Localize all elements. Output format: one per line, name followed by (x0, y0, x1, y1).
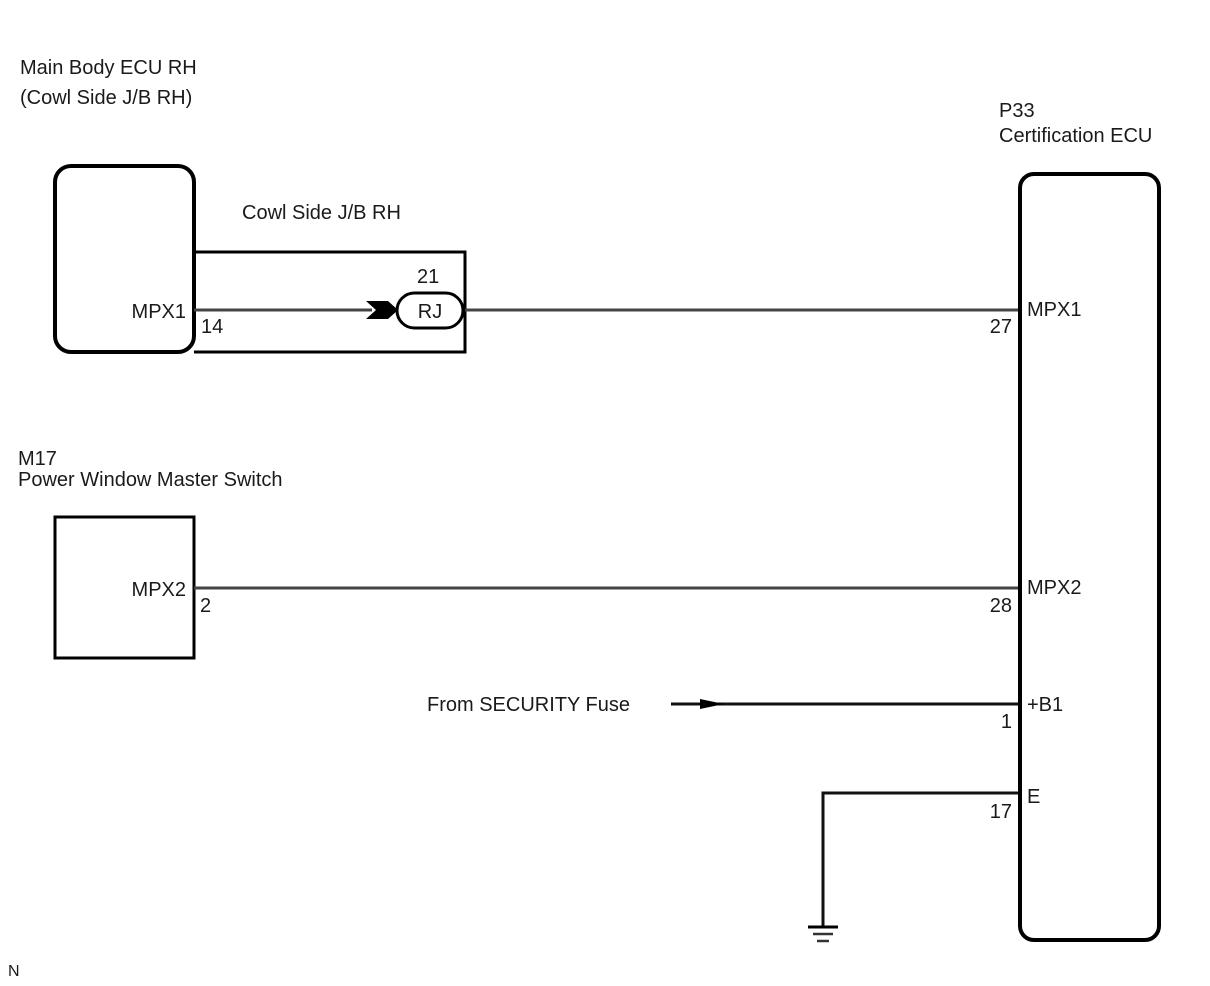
connector-arrow-icon (366, 301, 398, 319)
main-body-ecu-title: Main Body ECU RH (20, 57, 197, 79)
main-body-ecu-subtitle: (Cowl Side J/B RH) (20, 87, 192, 109)
power-window-master-switch: M17 Power Window Master Switch MPX2 2 (18, 448, 283, 660)
cowl-side-jb: Cowl Side J/B RH 21 RJ (194, 202, 467, 354)
cert-ecu-pin-27: 27 (990, 316, 1012, 338)
footer-mark: N (8, 963, 20, 980)
cowl-side-jb-title: Cowl Side J/B RH (242, 202, 401, 224)
power-source-label: From SECURITY Fuse (427, 694, 630, 716)
cert-ecu-pin-28: 28 (990, 595, 1012, 617)
pwms-pin-2: 2 (200, 595, 211, 617)
main-body-ecu: Main Body ECU RH (Cowl Side J/B RH) MPX1… (20, 57, 223, 354)
cert-ecu-title: Certification ECU (999, 125, 1152, 147)
rj-connector (395, 291, 465, 330)
main-body-ecu-pin-14: 14 (201, 316, 223, 338)
pwms-terminal-mpx2: MPX2 (132, 579, 186, 601)
cert-ecu-pin-17: 17 (990, 801, 1012, 823)
cert-ecu-code: P33 (999, 100, 1035, 122)
pwms-code: M17 (18, 448, 57, 470)
certification-ecu: P33 Certification ECU MPX1 27 MPX2 28 +B… (990, 100, 1161, 942)
cowl-side-jb-outline (194, 250, 467, 354)
power-source: From SECURITY Fuse (427, 694, 1020, 716)
cert-ecu-pin-1: 1 (1001, 711, 1012, 733)
pwms-title: Power Window Master Switch (18, 469, 283, 491)
wire-ground (821, 791, 1020, 927)
cert-ecu-terminal-mpx2: MPX2 (1027, 577, 1081, 599)
cert-ecu-terminal-mpx1: MPX1 (1027, 299, 1081, 321)
ground (808, 791, 1020, 943)
main-body-ecu-terminal-mpx1: MPX1 (132, 301, 186, 323)
cert-ecu-terminal-e: E (1027, 786, 1040, 808)
cert-ecu-box (1018, 172, 1161, 942)
rj-connector-label: RJ (418, 301, 442, 323)
main-body-ecu-box (53, 164, 196, 354)
arrow-right-icon (700, 699, 724, 709)
cowl-side-jb-pin-21: 21 (417, 266, 439, 288)
cert-ecu-terminal-b1: +B1 (1027, 694, 1063, 716)
